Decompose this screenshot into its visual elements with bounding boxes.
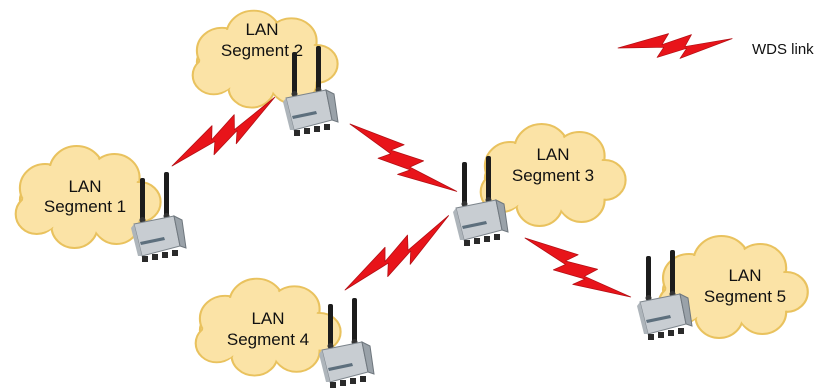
segment-2-line1: LAN bbox=[245, 20, 278, 39]
wds-link-1-2 bbox=[164, 89, 286, 179]
segment-3-line2: Segment 3 bbox=[512, 166, 594, 185]
wds-link-2-3 bbox=[341, 112, 462, 209]
segment-4-line1: LAN bbox=[251, 309, 284, 328]
segment-3-line1: LAN bbox=[536, 145, 569, 164]
segment-2-line2: Segment 2 bbox=[221, 41, 303, 60]
segment-1-line2: Segment 1 bbox=[44, 197, 126, 216]
segment-4-line2: Segment 4 bbox=[227, 330, 309, 349]
wds-link-3-5 bbox=[517, 225, 636, 315]
wds-link-3-4 bbox=[336, 208, 460, 303]
lightning-bolt-icon bbox=[617, 30, 734, 62]
legend-label: WDS link bbox=[752, 41, 814, 58]
segment-5-line2: Segment 5 bbox=[704, 287, 786, 306]
segment-5-line1: LAN bbox=[728, 266, 761, 285]
segment-1-line1: LAN bbox=[68, 177, 101, 196]
